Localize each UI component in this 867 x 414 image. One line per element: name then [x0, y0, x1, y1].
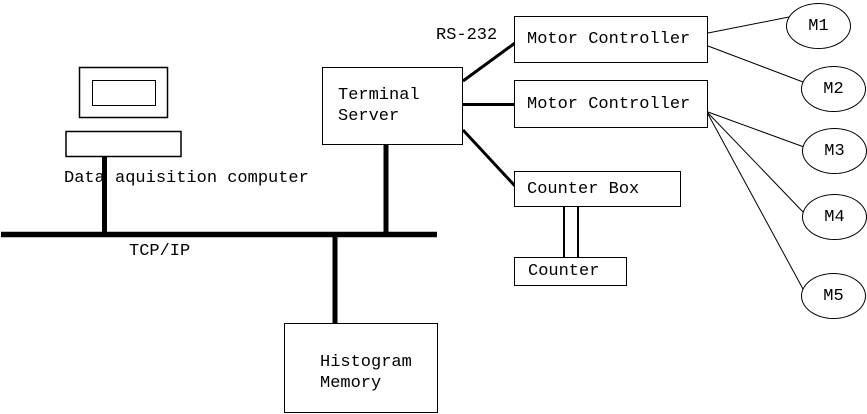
motor-controller-top-node: Motor Controller — [514, 16, 708, 63]
motor-m2-label: M2 — [823, 79, 844, 99]
desktop-computer-icon — [78, 66, 169, 119]
computer-keyboard-icon — [65, 130, 182, 158]
motor-node-m2: M2 — [801, 66, 866, 112]
computer-screen-icon — [92, 80, 156, 106]
motor-controller-top-label: Motor Controller — [527, 30, 691, 49]
counter-box-node: Counter Box — [514, 171, 681, 207]
motor-node-m4: M4 — [802, 194, 867, 240]
terminal-server-label-line1: Terminal — [338, 86, 420, 105]
motor-node-m1: M1 — [786, 3, 851, 49]
motor-m5-label: M5 — [823, 286, 844, 306]
histogram-memory-label-line2: Memory — [320, 374, 382, 393]
counter-box-label: Counter Box — [527, 179, 640, 199]
motor-node-m3: M3 — [802, 128, 867, 174]
motor-line-m2 — [707, 45, 804, 83]
histogram-memory-label-line1: Histogram — [320, 353, 412, 372]
rs232-link-motor-controller-top — [462, 41, 516, 83]
motor-controller-bottom-node: Motor Controller — [514, 80, 708, 128]
motor-line-m3 — [707, 111, 805, 148]
motor-line-m4 — [707, 112, 805, 214]
motor-m4-label: M4 — [824, 207, 845, 227]
terminal-server-label-line2: Server — [338, 107, 400, 126]
motor-line-m1 — [707, 16, 790, 34]
counter-node: Counter — [514, 257, 627, 286]
counter-label: Counter — [528, 262, 600, 281]
histogram-memory-node: Histogram Memory — [284, 323, 438, 413]
terminal-server-node: Terminal Server — [322, 67, 463, 145]
rs-232-label: RS-232 — [436, 26, 498, 45]
data-acquisition-computer-label: Data aquisition computer — [64, 169, 309, 188]
tcp-ip-bus-label: TCP/IP — [129, 242, 191, 261]
rs232-link-counter-box — [461, 128, 517, 188]
motor-line-m5 — [707, 113, 804, 290]
motor-m1-label: M1 — [808, 16, 829, 36]
motor-controller-bottom-label: Motor Controller — [527, 94, 691, 114]
motor-node-m5: M5 — [801, 273, 866, 319]
motor-m3-label: M3 — [824, 141, 845, 161]
